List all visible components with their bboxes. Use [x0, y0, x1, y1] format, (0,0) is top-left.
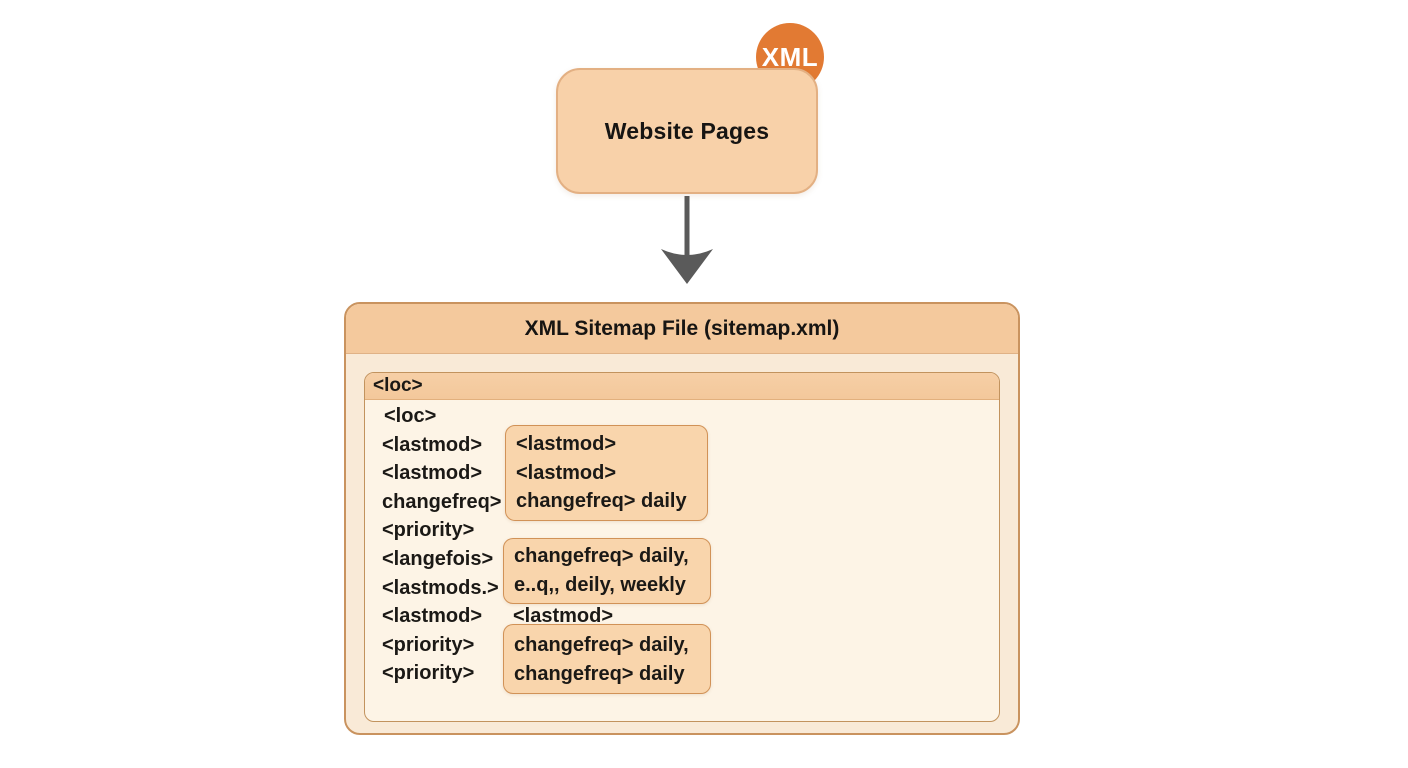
- tag-list: <loc> <lastmod> <lastmod> changefreq> <p…: [382, 402, 501, 688]
- xml-badge-label: XML: [761, 41, 819, 72]
- tag-item: <priority>: [382, 519, 475, 542]
- detail-line: <lastmod>: [516, 433, 617, 455]
- tag-item: <lastmod>: [382, 605, 483, 628]
- tag-item: changefreq>: [382, 490, 502, 513]
- detail-line: changefreq> daily: [514, 662, 685, 685]
- tag-item: <loc>: [384, 405, 437, 427]
- sitemap-panel: XML Sitemap File (sitemap.xml) <loc> <lo…: [344, 302, 1020, 735]
- detail-box-changefreq-daily: changefreq> daily, changefreq> daily: [503, 624, 711, 694]
- tag-item: <langefois>: [382, 547, 494, 570]
- sitemap-panel-header: XML Sitemap File (sitemap.xml): [346, 304, 1018, 354]
- tag-item: <priority>: [382, 662, 475, 685]
- detail-line: changefreq> daily,: [514, 634, 689, 656]
- tag-item: <lastmod>: [382, 462, 483, 485]
- detail-line: <lastmod>: [516, 461, 617, 484]
- tag-item: <lastmods.>: [382, 576, 499, 599]
- website-pages-label: Website Pages: [604, 117, 770, 144]
- website-pages-box: Website Pages: [556, 68, 818, 194]
- sitemap-panel-title: XML Sitemap File (sitemap.xml): [524, 316, 840, 340]
- loc-header-label: <loc>: [373, 375, 423, 396]
- detail-line: changefreq> daily,: [514, 545, 689, 567]
- tag-item: <priority>: [382, 633, 475, 656]
- detail-box-lastmod: <lastmod> <lastmod> changefreq> daily: [505, 425, 708, 521]
- loc-header-row: <loc>: [365, 373, 999, 400]
- detail-box-changefreq: changefreq> daily, e..q,, deily, weekly: [503, 538, 711, 604]
- tag-item: <lastmod>: [382, 433, 483, 456]
- detail-line: changefreq> daily: [516, 490, 687, 513]
- down-arrow-icon: [650, 194, 724, 286]
- detail-line: e..q,, deily, weekly: [514, 573, 686, 596]
- sitemap-content-card: <loc> <loc> <lastmod> <lastmod> changefr…: [364, 372, 1000, 722]
- floating-lastmod-tag: <lastmod>: [513, 605, 614, 627]
